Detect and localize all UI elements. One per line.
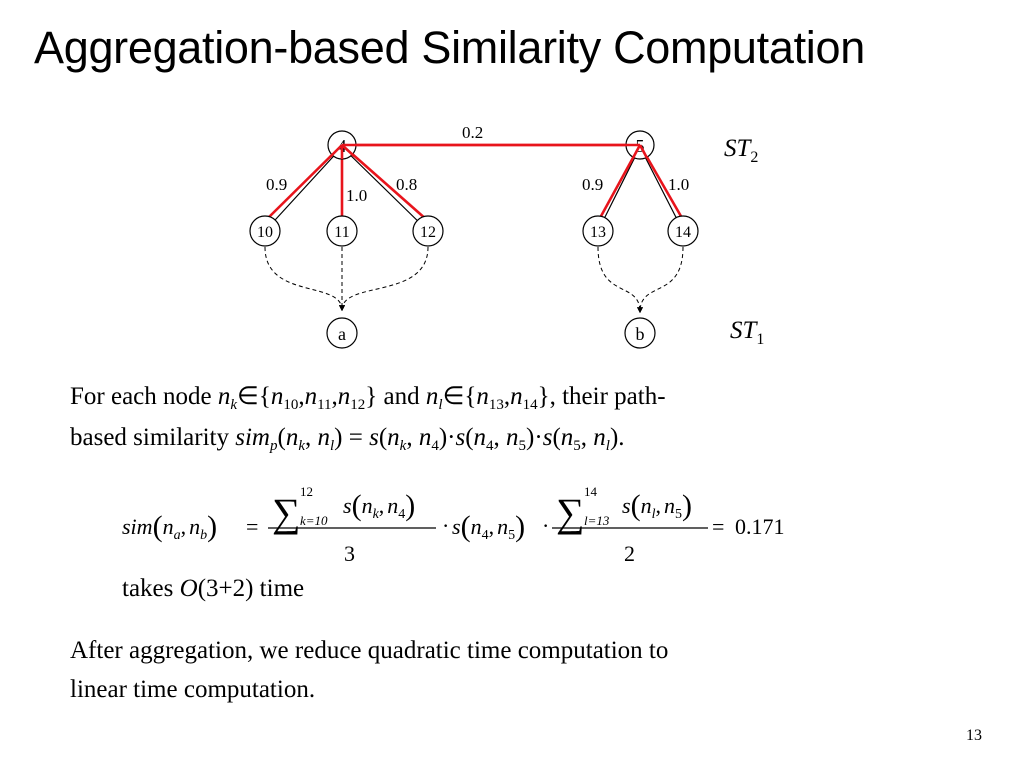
edge-5-14 xyxy=(639,146,684,232)
node-a-label: a xyxy=(338,324,346,344)
sum1-lower: k=10 xyxy=(300,513,328,528)
dashed-link-10-a xyxy=(264,246,345,312)
node-b xyxy=(624,317,656,349)
paragraph-line-1: For each node nk∈{n10,n11,n12} and nl∈{n… xyxy=(70,383,666,413)
node-14-label: 14 xyxy=(675,224,691,241)
denominator-2: 2 xyxy=(624,541,635,566)
weight-4-12: 0.8 xyxy=(396,175,417,194)
edge-highlight-4-10-over xyxy=(329,144,343,158)
node-11-label: 11 xyxy=(334,224,349,241)
denominator-1: 3 xyxy=(344,541,355,566)
edge-highlight-5-14-over xyxy=(638,144,649,159)
node-a xyxy=(326,317,358,349)
node-12 xyxy=(412,215,444,247)
node-13-label: 13 xyxy=(590,224,606,241)
sum1-upper: 12 xyxy=(300,484,313,499)
edge-highlight-4-12-over xyxy=(341,144,355,157)
node-11 xyxy=(326,215,358,247)
eq-dot-1: · xyxy=(442,513,449,538)
layer-label-st1: ST1 xyxy=(730,317,764,348)
slide-title: Aggregation-based Similarity Computation xyxy=(34,22,865,73)
weight-4-5: 0.2 xyxy=(462,123,483,142)
node-12-label: 12 xyxy=(420,224,436,241)
edge-highlight-5-13-over xyxy=(631,144,642,159)
edge-highlight-4-12 xyxy=(341,144,428,221)
eq-equals-1: = xyxy=(246,514,258,539)
eq-result: 0.171 xyxy=(735,514,785,539)
edge-5-13 xyxy=(597,146,641,232)
node-10 xyxy=(249,215,281,247)
sum1-term: s(nk,n4) xyxy=(343,489,415,522)
slide-page-number: 13 xyxy=(966,727,982,744)
eq-middle-term: s(n4,n5) xyxy=(452,510,525,543)
eq-dot-2: · xyxy=(542,513,549,538)
sum2-term: s(nl,n5) xyxy=(622,489,692,522)
edge-4-10 xyxy=(264,146,343,232)
weight-4-11: 1.0 xyxy=(346,186,367,205)
eq-lhs: sim(na,nb) xyxy=(122,510,217,543)
conclusion-line-1: After aggregation, we reduce quadratic t… xyxy=(70,637,669,664)
node-b-label: b xyxy=(636,324,645,344)
layer-label-st2: ST2 xyxy=(724,135,758,166)
sum2-lower: l=13 xyxy=(584,513,610,528)
dashed-link-14-b xyxy=(637,246,684,314)
node-14 xyxy=(667,215,699,247)
dashed-link-12-a xyxy=(339,246,429,312)
edge-4-12 xyxy=(341,146,429,232)
dashed-link-13-b xyxy=(597,246,643,314)
node-13 xyxy=(582,215,614,247)
weight-4-10: 0.9 xyxy=(266,175,287,194)
paragraph-line-2: based similarity simp(nk, nl) = s(nk, n4… xyxy=(70,424,625,454)
conclusion-line-2: linear time computation. xyxy=(70,676,316,703)
weight-5-14: 1.0 xyxy=(668,175,689,194)
complexity-note: takes O(3+2) time xyxy=(122,575,305,602)
edge-highlight-4-10 xyxy=(265,144,343,221)
sum2-upper: 14 xyxy=(584,484,598,499)
node-10-label: 10 xyxy=(257,224,273,241)
weight-5-13: 0.9 xyxy=(582,175,603,194)
eq-equals-2: = xyxy=(712,514,724,539)
